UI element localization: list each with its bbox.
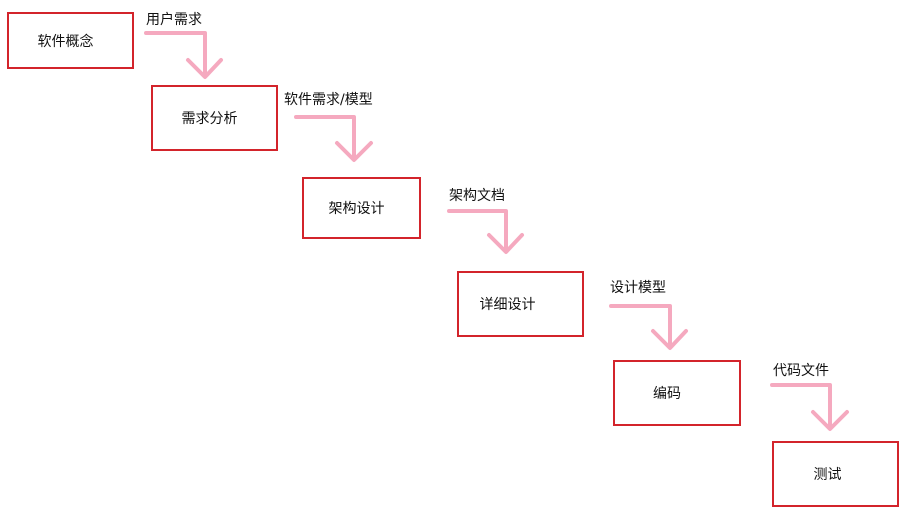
stage-box-testing: 测试 <box>772 441 899 507</box>
stage-box-requirements-analysis: 需求分析 <box>151 85 278 151</box>
transition-label: 代码文件 <box>773 363 829 379</box>
arrow-5-head <box>811 410 849 431</box>
stage-label: 软件概念 <box>37 33 94 50</box>
arrow-1-shaft <box>144 31 207 76</box>
transition-label: 软件需求/模型 <box>284 92 373 108</box>
transition-label: 用户需求 <box>146 12 202 28</box>
arrow-2-head <box>335 141 373 162</box>
stage-box-detailed-design: 详细设计 <box>457 271 584 337</box>
stage-box-architecture-design: 架构设计 <box>302 177 421 239</box>
stage-label: 详细设计 <box>479 297 536 313</box>
stage-label: 测试 <box>813 467 842 483</box>
arrow-4-head <box>651 329 688 350</box>
arrow-4-shaft <box>609 304 672 347</box>
arrow-2 <box>294 115 373 162</box>
arrow-3-shaft <box>447 209 508 251</box>
arrow-3 <box>447 209 524 254</box>
stage-box-coding: 编码 <box>613 360 741 426</box>
arrow-5 <box>770 383 849 431</box>
arrow-3-head <box>487 233 524 254</box>
stage-box-software-concept: 软件概念 <box>7 12 134 69</box>
stage-label: 需求分析 <box>181 111 238 127</box>
arrow-2-shaft <box>294 115 356 159</box>
transition-label: 架构文档 <box>449 188 505 204</box>
arrow-1-head <box>186 58 223 79</box>
arrow-1 <box>144 31 223 79</box>
arrow-5-shaft <box>770 383 832 428</box>
arrow-4 <box>609 304 688 350</box>
transition-label: 设计模型 <box>610 280 666 296</box>
stage-label: 架构设计 <box>328 201 385 217</box>
stage-label: 编码 <box>653 386 681 402</box>
